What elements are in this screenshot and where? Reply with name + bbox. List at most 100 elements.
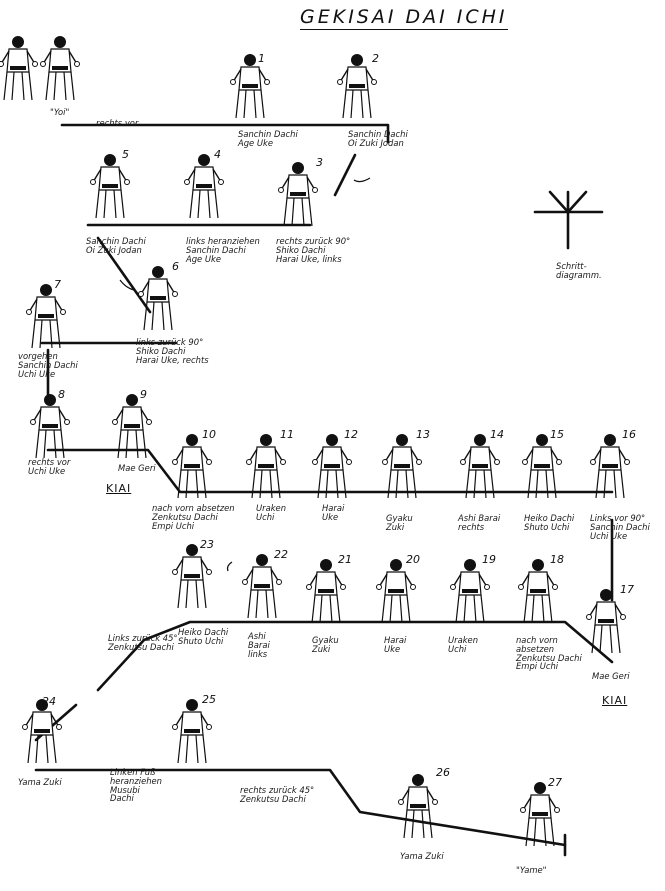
karateka-figure-11 [246,434,286,499]
kiai-label-1: KIAI [106,482,132,495]
step-label-6: links zurück 90° Shiko Dachi Harai Uke, … [136,337,209,365]
step-number-26: 26 [436,766,450,779]
step-number-3: 3 [316,156,323,169]
path-link-2-3 [333,153,357,197]
page-title: GEKISAI DAI ICHI [300,6,508,30]
label-links-zurueck-45: Links zurück 45° Zenkutsu Dachi [108,633,178,652]
karateka-figure-8 [30,394,70,459]
step-number-21: 21 [338,553,352,566]
step-label-9: Mae Geri [118,463,156,473]
step-label-4: links heranziehen Sanchin Dachi Age Uke [186,236,260,264]
figures-layer [0,36,630,847]
step-number-17: 17 [620,583,634,596]
start-figure-2 [40,36,80,101]
karateka-figure-16 [590,434,630,499]
step-number-19: 19 [482,553,496,566]
step-label-2: Sanchin Dachi Oi Zuki Jodan [348,129,408,148]
step-label-11: Uraken Uchi [256,503,287,522]
path-row-1 [60,123,390,144]
karateka-figure-6 [138,266,178,331]
karateka-figure-9 [112,394,152,459]
legend-diag-right [566,190,588,214]
step-number-7: 7 [54,278,61,291]
step-label-14: Ashi Barai rechts [458,513,501,532]
step-label-3: rechts zurück 90° Shiko Dachi Harai Uke,… [276,236,351,264]
karateka-figure-5 [90,154,130,219]
karateka-figure-25 [172,699,212,764]
karateka-figure-18 [518,559,558,624]
step-number-13: 13 [416,428,430,441]
step-number-8: 8 [58,388,65,401]
path-row-5 [96,620,614,692]
karateka-figure-27 [520,782,560,847]
kiai-label-2: KIAI [602,694,628,707]
step-number-16: 16 [622,428,636,441]
step-label-13: Gyaku Zuki [386,513,413,532]
step-label-25: Linken Fuß heranziehen Musubi Dachi [110,767,162,804]
karateka-figure-22 [242,554,282,619]
arrow-3 [353,177,371,183]
step-label-12: Harai Uke [322,503,345,522]
karateka-figure-15 [522,434,562,499]
karateka-figure-21 [306,559,346,624]
step-number-25: 25 [202,693,216,706]
step-label-8: rechts vor Uchi Uke [28,457,71,476]
step-number-18: 18 [550,553,564,566]
step-label-20: Harai Uke [384,635,407,654]
step-number-14: 14 [490,428,504,441]
arrow-6 [119,279,135,291]
step-label-5: Sanchin Dachi Oi Zuki Jodan [86,236,146,255]
step-number-15: 15 [550,428,564,441]
step-number-5: 5 [122,148,129,161]
start-figure-1 [0,36,38,101]
step-number-11: 11 [280,428,294,441]
step-number-12: 12 [344,428,358,441]
label-yoi: "Yoi" [50,107,70,117]
step-label-21: Gyaku Zuki [312,635,339,654]
karateka-figure-17 [586,589,626,654]
step-label-7: vorgehen Sanchin Dachi Uchi Uke [18,351,78,379]
step-label-18: nach vorn absetzen Zenkutsu Dachi Empi U… [516,635,582,672]
step-number-6: 6 [172,260,179,273]
step-label-19: Uraken Uchi [448,635,479,654]
step-label-26: Yama Zuki [400,851,444,861]
karateka-figure-10 [172,434,212,499]
karateka-figure-14 [460,434,500,499]
step-label-1: Sanchin Dachi Age Uke [238,129,298,148]
karateka-figure-24 [22,699,62,764]
karateka-figure-1 [230,54,270,119]
legend-diag-left [548,190,570,214]
step-label-22: Ashi Barai links [248,631,270,659]
step-label-24: Yama Zuki [18,777,62,787]
arrow-23 [226,561,233,572]
step-label-10: nach vorn absetzen Zenkutsu Dachi Empi U… [152,503,235,531]
step-label-27: "Yame" [516,865,547,875]
label-rechts-vor: rechts vor [96,118,139,128]
karateka-figure-3 [278,162,318,227]
karateka-figure-13 [382,434,422,499]
step-label-15: Heiko Dachi Shuto Uchi [524,513,575,532]
karateka-figure-20 [376,559,416,624]
step-number-22: 22 [274,548,288,561]
step-number-2: 2 [372,52,379,65]
karateka-figure-19 [450,559,490,624]
step-number-20: 20 [406,553,420,566]
karateka-figure-4 [184,154,224,219]
label-rechts-zurueck-45: rechts zurück 45° Zenkutsu Dachi [240,785,315,804]
step-label-17: Mae Geri [592,671,630,681]
karateka-figure-7 [26,284,66,349]
karateka-figure-12 [312,434,352,499]
step-number-23: 23 [200,538,214,551]
karateka-figure-26 [398,774,438,839]
karateka-figure-2 [337,54,377,119]
step-number-9: 9 [140,388,147,401]
step-number-10: 10 [202,428,216,441]
path-row-6 [34,768,567,847]
step-number-4: 4 [214,148,221,161]
step-number-27: 27 [548,776,562,789]
step-number-1: 1 [258,52,265,65]
path-link-5-6 [96,236,152,314]
step-number-24: 24 [42,695,56,708]
